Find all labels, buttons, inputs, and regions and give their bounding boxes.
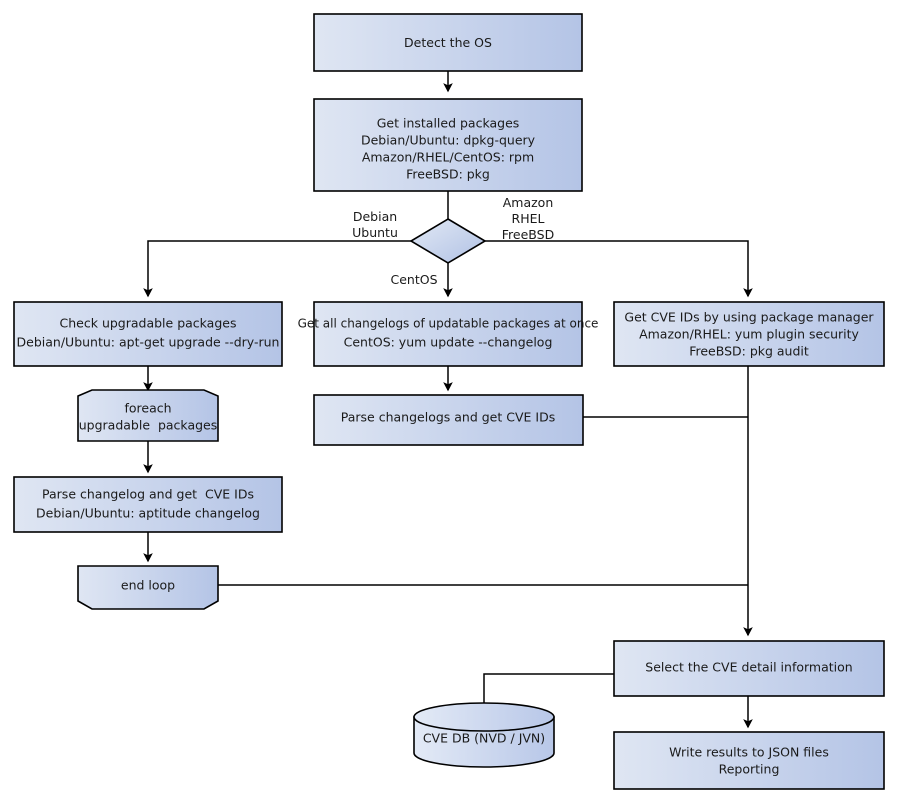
edge-decision-to-check-upgradable bbox=[143, 240, 411, 298]
node-get-installed-packages-line-2: Amazon/RHEL/CentOS: rpm bbox=[362, 150, 534, 165]
node-check-upgradable[interactable]: Check upgradable packages Debian/Ubuntu:… bbox=[13, 301, 283, 367]
node-write-results-line-1: Reporting bbox=[719, 762, 780, 777]
node-foreach-loop-start-line-0: foreach bbox=[124, 401, 171, 416]
node-select-cve-detail[interactable]: Select the CVE detail information bbox=[613, 640, 885, 697]
node-get-cve-ids-pkgmgr-line-1: Amazon/RHEL: yum plugin security bbox=[639, 327, 859, 342]
edge-decision-to-pkgmgr bbox=[485, 240, 753, 298]
node-parse-changelog-single[interactable]: Parse changelog and get CVE IDs Debian/U… bbox=[13, 476, 283, 533]
edge-label-rhel-line-1: RHEL bbox=[512, 211, 545, 226]
node-detect-os-line-0: Detect the OS bbox=[404, 35, 492, 50]
node-get-installed-packages-line-1: Debian/Ubuntu: dpkg-query bbox=[361, 133, 536, 148]
edge-label-debian-line-1: Ubuntu bbox=[352, 225, 398, 240]
node-get-all-changelogs-line-1: CentOS: yum update --changelog bbox=[344, 335, 553, 350]
node-write-results-line-0: Write results to JSON files bbox=[669, 745, 829, 760]
node-get-installed-packages-line-0: Get installed packages bbox=[377, 116, 520, 131]
edge-label-rhel-line-2: FreeBSD bbox=[502, 227, 554, 242]
edge-label-debian-branch: Debian Ubuntu bbox=[352, 209, 398, 240]
node-end-loop-line-0: end loop bbox=[121, 578, 175, 593]
node-select-cve-detail-line-0: Select the CVE detail information bbox=[645, 660, 852, 675]
node-foreach-loop-start-line-1: upgradable packages bbox=[79, 418, 218, 433]
node-cve-database-line-0: CVE DB (NVD / JVN) bbox=[423, 731, 545, 746]
node-parse-changelogs-bulk-line-0: Parse changelogs and get CVE IDs bbox=[341, 410, 555, 425]
edge-label-rhel-line-0: Amazon bbox=[503, 195, 554, 210]
node-get-installed-packages-line-3: FreeBSD: pkg bbox=[406, 167, 490, 182]
node-os-decision[interactable] bbox=[409, 218, 487, 264]
node-write-results[interactable]: Write results to JSON files Reporting bbox=[613, 731, 885, 790]
node-detect-os[interactable]: Detect the OS bbox=[313, 13, 583, 72]
node-parse-changelogs-bulk[interactable]: Parse changelogs and get CVE IDs bbox=[313, 394, 584, 446]
node-get-cve-ids-pkgmgr[interactable]: Get CVE IDs by using package manager Ama… bbox=[613, 301, 885, 367]
connectors bbox=[143, 71, 753, 729]
node-end-loop[interactable]: end loop bbox=[77, 565, 219, 610]
node-foreach-loop-start[interactable]: foreach upgradable packages bbox=[77, 389, 219, 442]
edge-cvedb-to-select bbox=[483, 673, 614, 705]
node-parse-changelog-single-line-1: Debian/Ubuntu: aptitude changelog bbox=[36, 506, 260, 521]
edge-label-centos-line-0: CentOS bbox=[390, 272, 437, 287]
node-get-cve-ids-pkgmgr-line-2: FreeBSD: pkg audit bbox=[689, 344, 809, 359]
edge-label-debian-line-0: Debian bbox=[353, 209, 397, 224]
edge-label-centos-branch: CentOS bbox=[390, 272, 437, 287]
node-parse-changelog-single-line-0: Parse changelog and get CVE IDs bbox=[42, 487, 254, 502]
node-get-installed-packages[interactable]: Get installed packages Debian/Ubuntu: dp… bbox=[313, 98, 583, 192]
node-get-all-changelogs-line-0: Get all changelogs of updatable packages… bbox=[298, 317, 599, 331]
node-get-all-changelogs[interactable]: Get all changelogs of updatable packages… bbox=[298, 301, 599, 367]
edge-label-rhel-branch: Amazon RHEL FreeBSD bbox=[502, 195, 554, 242]
node-check-upgradable-line-0: Check upgradable packages bbox=[60, 316, 237, 331]
node-check-upgradable-line-1: Debian/Ubuntu: apt-get upgrade --dry-run bbox=[17, 335, 280, 350]
node-get-cve-ids-pkgmgr-line-0: Get CVE IDs by using package manager bbox=[624, 310, 874, 325]
node-cve-database[interactable]: CVE DB (NVD / JVN) bbox=[413, 702, 555, 768]
